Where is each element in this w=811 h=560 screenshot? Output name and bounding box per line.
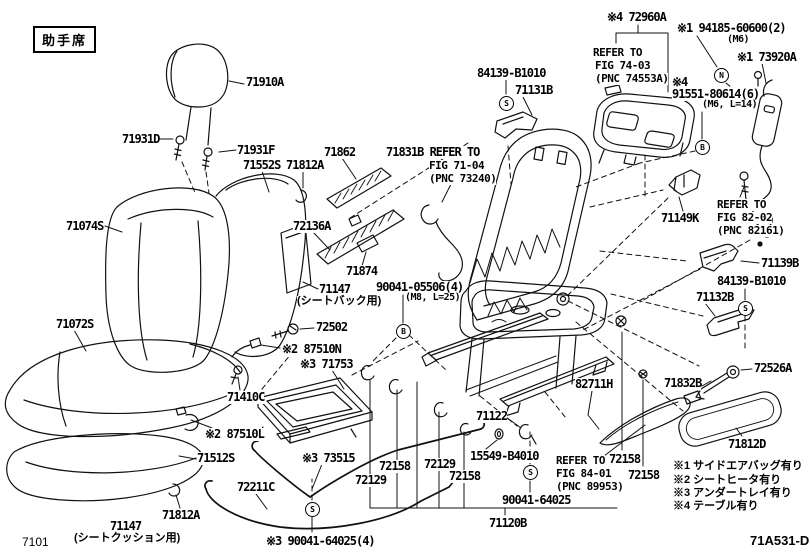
part-label-71410c: 71410C (227, 390, 265, 404)
footnote-2: ※2 シートヒータ有り (673, 474, 782, 487)
part-label-71812a: 71812A (286, 158, 324, 172)
part-label-fig-71-04: FIG 71-04 (429, 159, 485, 172)
part-label-2-87510l: ※2 87510L (205, 427, 265, 441)
part-label-72129: 72129 (355, 473, 387, 487)
part-label-refer-to: REFER TO (556, 454, 605, 467)
part-label-71910a: 71910A (246, 75, 284, 89)
part-label-72502: 72502 (316, 320, 348, 334)
fastener-marker-s: S (305, 502, 320, 517)
part-label-3-73515: ※3 73515 (302, 451, 356, 465)
part-label-72158: 72158 (449, 469, 481, 483)
part-label-pnc-82161: (PNC 82161) (717, 224, 785, 237)
part-label-4-72960a: ※4 72960A (607, 10, 667, 24)
part-label-71120b: 71120B (489, 516, 527, 530)
part-label-82711h: 82711H (575, 377, 613, 391)
part-label-: (シートバック用) (297, 295, 382, 308)
part-label-72158: 72158 (628, 468, 660, 482)
part-label-71139b: 71139B (761, 256, 799, 270)
part-label-refer-to: REFER TO (593, 46, 642, 59)
part-label-71147: 71147 (110, 519, 142, 533)
footnote-3: ※3 アンダートレイ有り (673, 487, 792, 500)
part-label-3-90041-64025-4: ※3 90041-64025(4) (266, 534, 376, 548)
seat-position-tag: 助手席 (33, 26, 97, 53)
part-label-m6: (M6) (727, 34, 750, 46)
sheet-number: 7101 (22, 535, 49, 549)
part-label-84139-b1010: 84139-B1010 (477, 66, 546, 80)
part-label-72158: 72158 (609, 452, 641, 466)
part-label-1-73920a: ※1 73920A (737, 50, 797, 64)
part-label-71931d: 71931D (122, 132, 160, 146)
part-label-72136a: 72136A (293, 219, 331, 233)
part-label-90041-64025: 90041-64025 (502, 493, 571, 507)
part-label-71074s: 71074S (66, 219, 104, 233)
part-label-84139-b1010: 84139-B1010 (717, 274, 786, 288)
part-label-90041-05506-4: 90041-05506(4) (376, 280, 464, 294)
footnote-1: ※1 サイドエアバッグ有り (673, 460, 803, 473)
part-label-pnc-74553a: (PNC 74553A) (595, 72, 669, 85)
part-label-71072s: 71072S (56, 317, 94, 331)
part-label-fig-74-03: FIG 74-03 (595, 59, 651, 72)
part-label-71132b: 71132B (696, 290, 734, 304)
part-label-pnc-89953: (PNC 89953) (556, 480, 624, 493)
fastener-marker-b: B (396, 324, 411, 339)
part-label-4: ※4 (672, 75, 688, 89)
drawing-code: 71A531-D (750, 533, 810, 548)
part-label-71874: 71874 (346, 264, 378, 278)
part-label-71831b-refer-to: 71831B REFER TO (386, 145, 480, 159)
part-label-71812d: 71812D (728, 437, 766, 451)
part-label-72129: 72129 (424, 457, 456, 471)
part-label-71832b: 71832B (664, 376, 702, 390)
part-label-71122: 71122 (476, 409, 508, 423)
fastener-marker-s: S (499, 96, 514, 111)
part-label-71149k: 71149K (661, 211, 699, 225)
part-label-71812a: 71812A (162, 508, 200, 522)
part-label-72211c: 72211C (237, 480, 275, 494)
part-label-fig-84-01: FIG 84-01 (556, 467, 612, 480)
part-label-71552s: 71552S (243, 158, 281, 172)
part-label-pnc-73240: (PNC 73240) (429, 172, 497, 185)
part-label-m6-l-14: (M6, L=14) (702, 99, 758, 111)
part-label-m8-l-25: (M8, L=25) (405, 292, 461, 304)
part-label-15549-b4010: 15549-B4010 (470, 449, 539, 463)
fastener-marker-s: S (738, 301, 753, 316)
fastener-marker-n: N (714, 68, 729, 83)
part-label-72526a: 72526A (754, 361, 792, 375)
fastener-marker-s: S (523, 465, 538, 480)
part-label-3-71753: ※3 71753 (300, 357, 354, 371)
part-label-2-87510n: ※2 87510N (282, 342, 342, 356)
part-label-72158: 72158 (379, 459, 411, 473)
part-label-71931f: 71931F (237, 143, 275, 157)
part-label-: (シートクッション用) (74, 532, 181, 545)
part-label-71147: 71147 (319, 282, 351, 296)
part-label-71131b: 71131B (515, 83, 553, 97)
fastener-marker-b: B (695, 140, 710, 155)
part-label-1-94185-60600-2: ※1 94185-60600(2) (677, 21, 787, 35)
part-label-refer-to: REFER TO (717, 198, 766, 211)
part-label-71512s: 71512S (197, 451, 235, 465)
part-label-91551-80614-6: 91551-80614(6) (672, 87, 760, 101)
part-label-fig-82-02: FIG 82-02 (717, 211, 773, 224)
part-label-71862: 71862 (324, 145, 356, 159)
footnote-4: ※4 テーブル有り (673, 500, 759, 513)
